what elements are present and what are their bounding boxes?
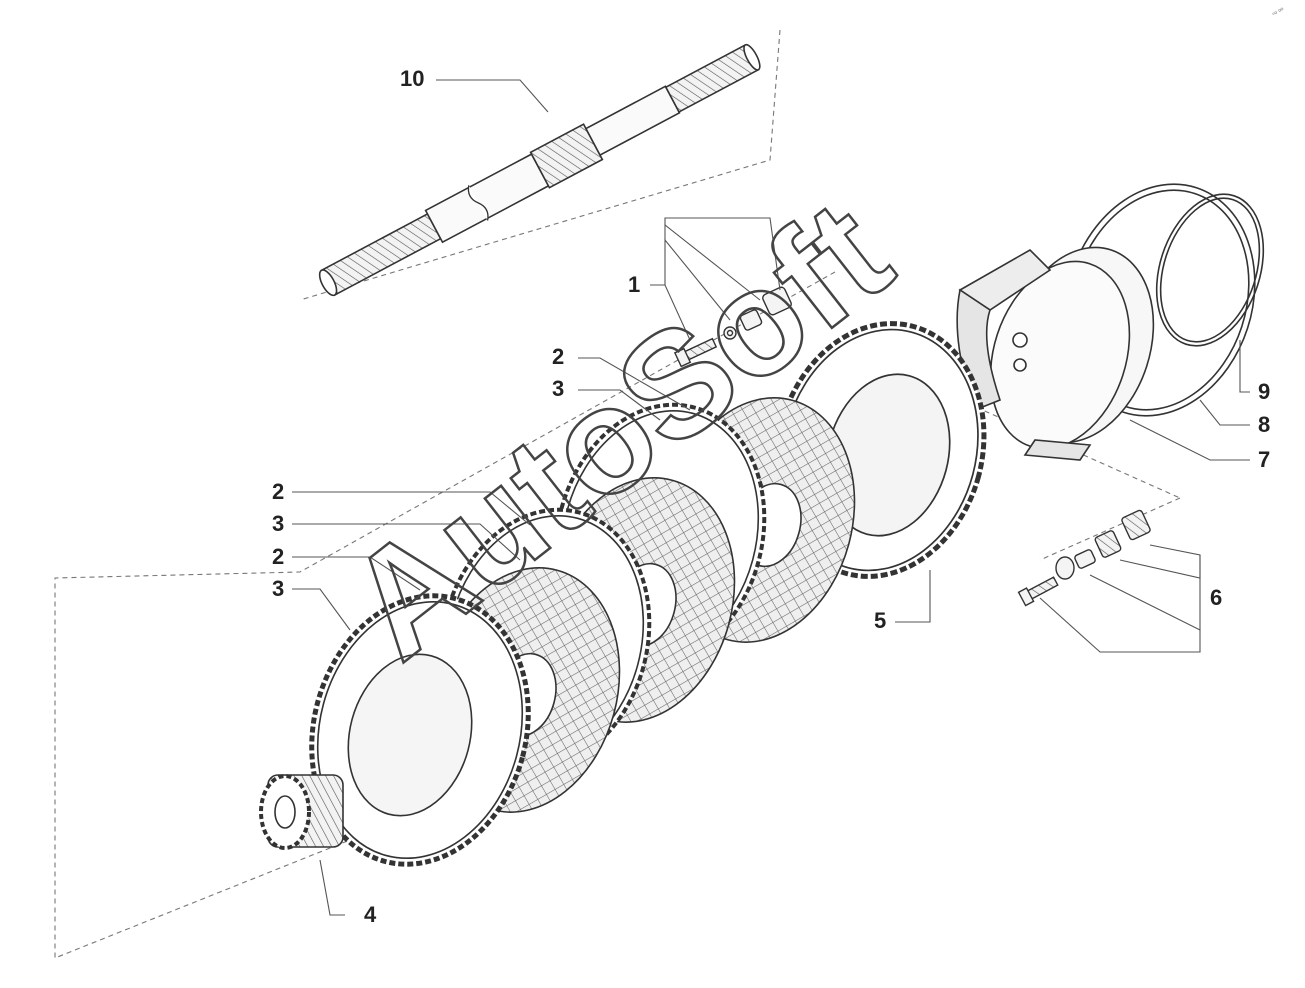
corner-mark: °º ºº <box>1271 6 1286 19</box>
callout-5: 5 <box>874 608 886 633</box>
piston-housing <box>956 246 1155 461</box>
callout-2: 2 <box>552 344 564 369</box>
callout-6: 6 <box>1210 585 1222 610</box>
callout-3: 3 <box>552 376 564 401</box>
callout-1: 1 <box>628 272 640 297</box>
clutch-disc-stack <box>309 397 856 867</box>
callout-7: 7 <box>1258 447 1270 472</box>
main-shaft <box>318 43 761 297</box>
callout-2: 2 <box>272 544 284 569</box>
callout-8: 8 <box>1258 412 1270 437</box>
callout-labels: 10 1 2 3 2 3 2 3 4 5 6 7 8 9 <box>272 66 1270 927</box>
callout-2: 2 <box>272 479 284 504</box>
leader-lines <box>292 79 1250 916</box>
bolt-set <box>673 286 792 368</box>
callout-3: 3 <box>272 511 284 536</box>
spring-set <box>1017 509 1151 607</box>
callout-4: 4 <box>364 902 377 927</box>
callout-10: 10 <box>400 66 424 91</box>
splined-hub <box>259 774 344 850</box>
callout-9: 9 <box>1258 379 1270 404</box>
callout-3: 3 <box>272 576 284 601</box>
